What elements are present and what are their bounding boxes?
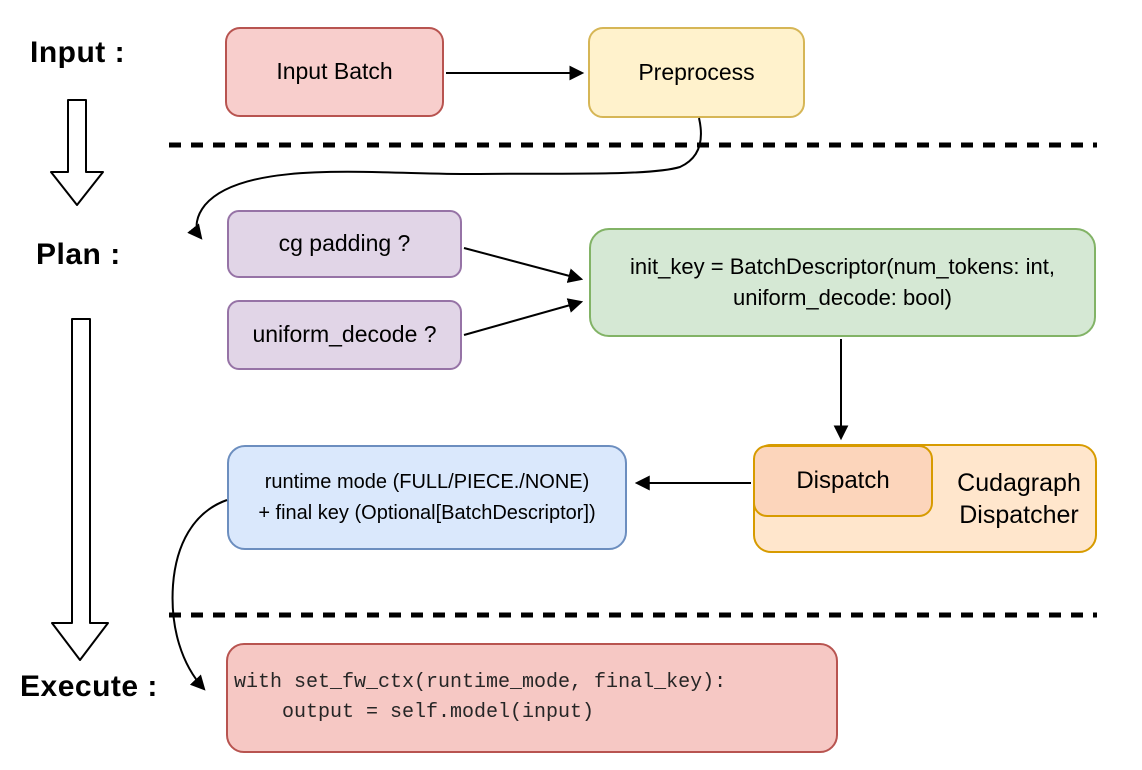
arrow-cg-padding-to-init-key — [463, 247, 584, 283]
node-uniform-decode: uniform_decode ? — [227, 300, 462, 370]
arrow-runtime-mode-to-execute-code — [171, 499, 228, 691]
down-arrow-icon-plan-execute — [51, 318, 109, 661]
node-runtime-mode: runtime mode (FULL/PIECE./NONE) + final … — [227, 445, 627, 550]
down-arrow-icon-input-plan — [50, 99, 104, 206]
node-init-key-line2: uniform_decode: bool) — [733, 284, 952, 310]
node-execute-code-line1: with set_fw_ctx(runtime_mode, final_key)… — [234, 671, 727, 694]
node-cudagraph-dispatcher-label: Cudagraph Dispatcher — [957, 468, 1081, 529]
node-init-key: init_key = BatchDescriptor(num_tokens: i… — [589, 228, 1096, 337]
node-init-key-line1: init_key = BatchDescriptor(num_tokens: i… — [630, 253, 1055, 279]
stage-label-execute: Execute : — [20, 670, 158, 703]
node-runtime-mode-line1: runtime mode (FULL/PIECE./NONE) — [264, 470, 590, 493]
node-runtime-mode-line2: + final key (Optional[BatchDescriptor]) — [258, 501, 596, 524]
node-execute-code: with set_fw_ctx(runtime_mode, final_key)… — [226, 643, 838, 753]
node-dispatch: Dispatch — [753, 445, 933, 517]
node-preprocess-label: Preprocess — [638, 58, 755, 85]
node-input-batch: Input Batch — [225, 27, 444, 117]
node-cg-padding-label: cg padding ? — [278, 230, 411, 257]
node-uniform-decode-label: uniform_decode ? — [252, 321, 437, 348]
stage-label-input: Input : — [30, 36, 126, 69]
stage-label-plan: Plan : — [36, 238, 121, 271]
node-preprocess: Preprocess — [588, 27, 805, 118]
node-cg-padding: cg padding ? — [227, 210, 462, 278]
node-input-batch-label: Input Batch — [276, 58, 393, 85]
node-dispatch-label: Dispatch — [796, 466, 890, 494]
arrow-uniform-decode-to-init-key — [463, 298, 584, 336]
node-execute-code-line2: output = self.model(input) — [234, 701, 595, 724]
